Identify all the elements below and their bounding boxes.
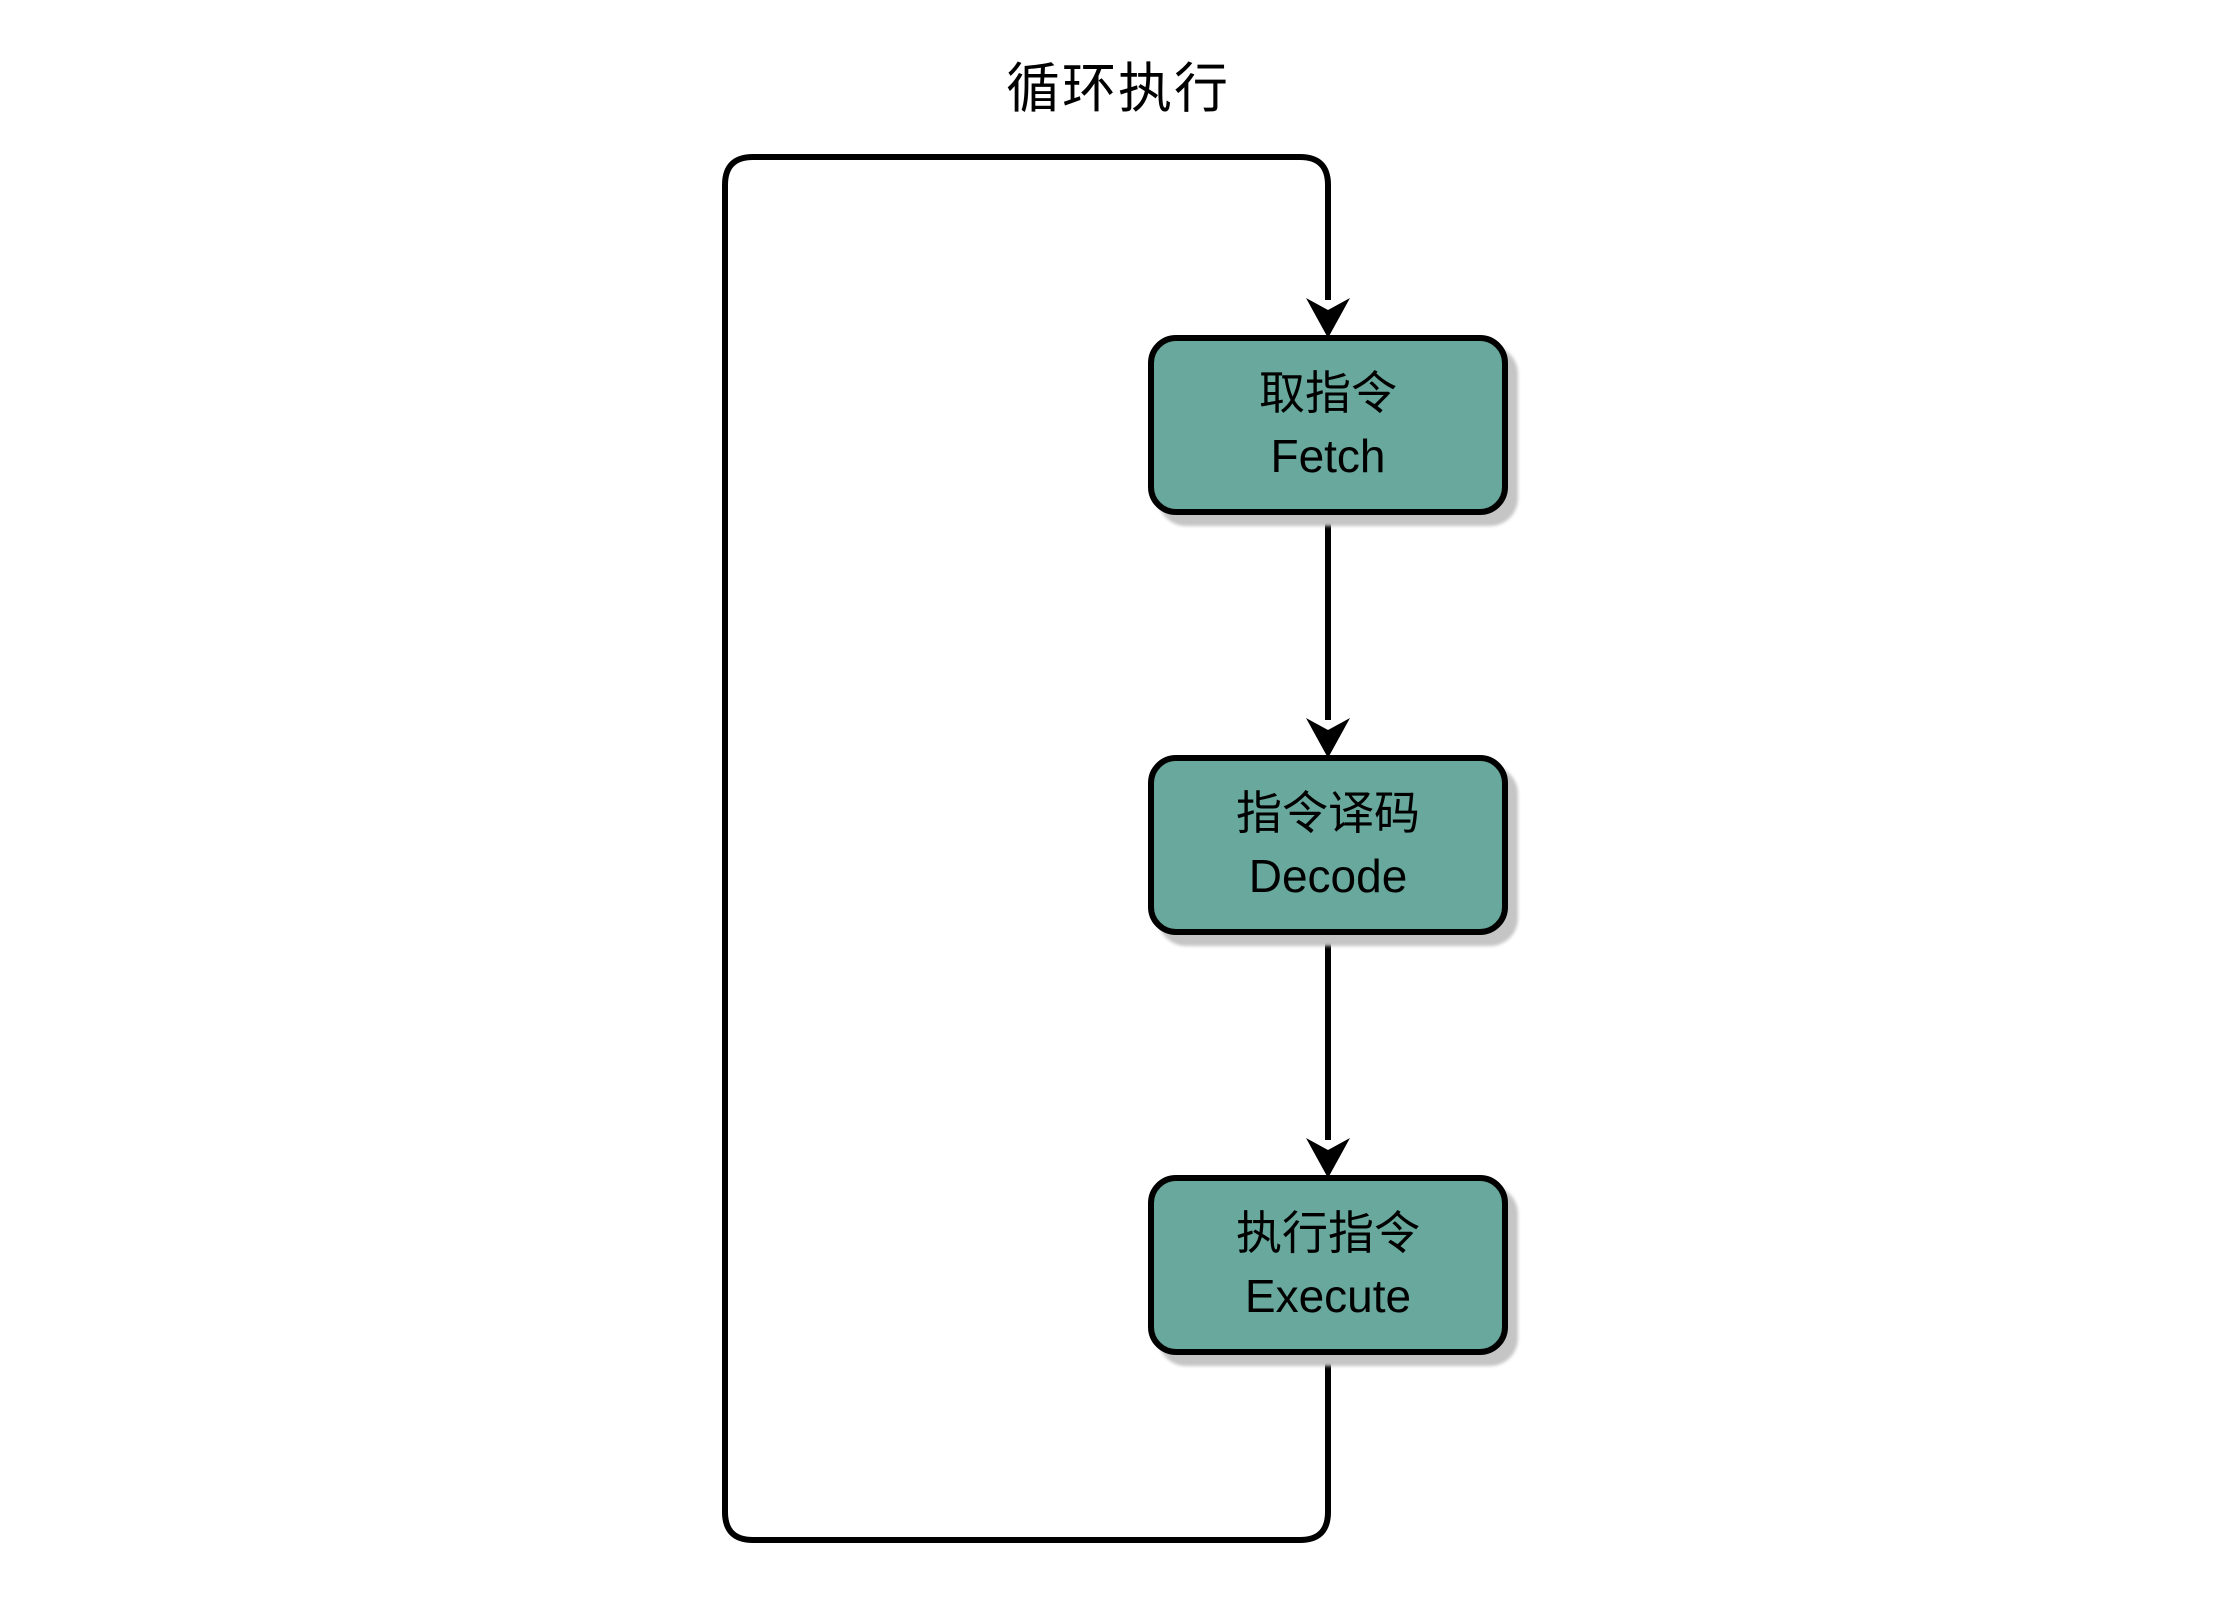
- node-decode-label-en: Decode: [1248, 850, 1408, 902]
- node-fetch-label-zh: 取指令: [1259, 366, 1397, 419]
- arrowhead-into-fetch: [1306, 298, 1350, 338]
- node-decode-label-zh: 指令译码: [1236, 786, 1420, 839]
- node-decode: 指令译码 Decode: [1148, 755, 1508, 935]
- arrowhead-into-execute: [1306, 1138, 1350, 1178]
- diagram-title: 循环执行: [1006, 59, 1230, 119]
- edge-loop-back: [722, 154, 1331, 1543]
- node-fetch: 取指令 Fetch: [1148, 335, 1508, 515]
- node-execute: 执行指令 Execute: [1148, 1175, 1508, 1355]
- node-fetch-label-en: Fetch: [1270, 430, 1386, 482]
- arrowhead-into-decode: [1306, 718, 1350, 758]
- node-execute-label-en: Execute: [1244, 1270, 1412, 1322]
- node-execute-label-zh: 执行指令: [1236, 1206, 1420, 1259]
